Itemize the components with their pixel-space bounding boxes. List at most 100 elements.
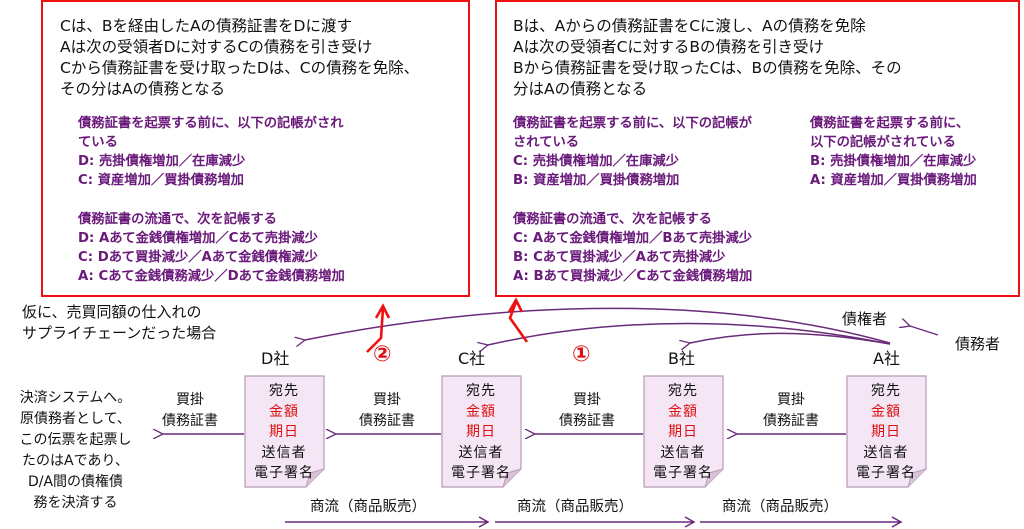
payable-document-a: 宛先 金額 期日 送信者 電子署名 xyxy=(846,375,927,488)
field-sender: 送信者 xyxy=(660,444,706,461)
settlement-line: たのはAであり、 xyxy=(22,453,129,469)
journal-entry: C: 売掛債権増加／在庫減少 xyxy=(513,154,679,169)
payable-label-a-to-b: 買掛 債務証書 xyxy=(753,390,829,432)
step-marker-1: ① xyxy=(572,342,591,367)
payable-label-line: 買掛 xyxy=(777,392,805,408)
company-b: B社 xyxy=(668,349,695,368)
company-d: D社 xyxy=(261,349,290,368)
intro-line: Cは、Bを経由したAの債務証書をDに渡す xyxy=(60,17,352,35)
step1-before-journal-cb: 債務証書を起票する前に、以下の記帳が されている C: 売掛債権増加／在庫減少 … xyxy=(513,114,752,190)
commerce-arrow-d-to-c xyxy=(285,516,490,528)
journal-entry: A: 資産増加／買掛債務増加 xyxy=(810,173,977,188)
commerce-arrow-c-to-b xyxy=(495,516,696,528)
journal-entry: A: Cあて金銭債務減少／Dあて金銭債務増加 xyxy=(78,269,345,284)
step2-red-arrowhead xyxy=(374,303,391,319)
step2-before-journal: 債務証書を起票する前に、以下の記帳がされ ている D: 売掛債権増加／在庫減少 … xyxy=(78,114,344,190)
journal-entry: B: Cあて買掛減少／Aあて売掛減少 xyxy=(513,250,726,265)
step1-flow-journal: 債務証書の流通で、次を記帳する C: Aあて金銭債権増加／Bあて売掛減少 B: … xyxy=(513,210,752,286)
payable-label-line: 買掛 xyxy=(176,392,204,408)
step1-before-journal-ba: 債務証書を起票する前に、 以下の記帳がされている B: 売掛債権増加／在庫減少 … xyxy=(810,114,977,190)
legend-arrow xyxy=(910,326,939,336)
journal-entry: C: 資産増加／買掛債務増加 xyxy=(78,173,244,188)
settlement-line: 原債務者として、 xyxy=(20,411,131,427)
intro-line: その分はAの債務となる xyxy=(60,80,226,98)
step1-red-arrow xyxy=(508,301,529,343)
commerce-arrow-b-to-a xyxy=(700,516,903,528)
journal-entry: B: 売掛債権増加／在庫減少 xyxy=(810,154,977,169)
settlement-line: D/A間の債権債 xyxy=(27,474,124,490)
intro-line: Aは次の受領者Cに対するBの債務を引き受け xyxy=(513,38,825,56)
payable-label-c-to-d: 買掛 債務証書 xyxy=(349,390,425,432)
settlement-line: 務を決済する xyxy=(33,495,118,511)
journal-heading: されている xyxy=(513,135,580,150)
payable-label-line: 買掛 xyxy=(573,392,601,408)
payable-label-d-out: 買掛 債務証書 xyxy=(152,390,228,432)
field-sender: 送信者 xyxy=(863,444,909,461)
journal-heading: ている xyxy=(78,135,118,150)
legend-debtor: 債務者 xyxy=(955,335,1001,353)
intro-line: Cから債務証書を受け取ったDは、Cの債務を免除、 xyxy=(60,59,420,77)
journal-entry: C: Dあて買掛減少／Aあて金銭債権減少 xyxy=(78,250,318,265)
commerce-label-c-to-b: 商流（商品販売） xyxy=(517,499,633,515)
journal-entry: D: 売掛債権増加／在庫減少 xyxy=(78,154,246,169)
payable-document-d: 宛先 金額 期日 送信者 電子署名 xyxy=(244,375,325,488)
field-due-date: 期日 xyxy=(668,424,698,440)
settlement-line: 決済システムへ。 xyxy=(19,390,132,406)
journal-heading: 債務証書を起票する前に、以下の記帳が xyxy=(513,116,752,131)
intro-line: Bから債務証書を受け取ったCは、Bの債務を免除、その xyxy=(513,59,902,77)
step1-intro: Bは、Aからの債務証書をCに渡し、Aの債務を免除 Aは次の受領者Cに対するBの債… xyxy=(513,16,902,100)
field-due-date: 期日 xyxy=(466,424,496,440)
company-c: C社 xyxy=(458,349,486,368)
journal-entry: C: Aあて金銭債権増加／Bあて売掛減少 xyxy=(513,231,753,246)
field-signature: 電子署名 xyxy=(451,465,511,481)
field-amount: 金額 xyxy=(466,403,496,420)
journal-entry: A: Bあて買掛減少／Cあて金銭債務増加 xyxy=(513,269,753,284)
field-amount: 金額 xyxy=(668,403,698,420)
field-due-date: 期日 xyxy=(269,424,299,440)
payable-document-c: 宛先 金額 期日 送信者 電子署名 xyxy=(441,375,522,488)
field-signature: 電子署名 xyxy=(856,465,916,481)
intro-line: 分はAの債務となる xyxy=(513,80,648,98)
payable-label-line: 債務証書 xyxy=(763,413,819,429)
journal-entry: B: 資産増加／買掛債務増加 xyxy=(513,173,680,188)
journal-heading: 債務証書を起票する前に、 xyxy=(810,116,970,131)
payable-document-b: 宛先 金額 期日 送信者 電子署名 xyxy=(643,375,724,488)
intro-line: Bは、Aからの債務証書をCに渡し、Aの債務を免除 xyxy=(513,17,866,35)
intro-line: Aは次の受領者Dに対するCの債務を引き受け xyxy=(60,38,373,56)
payable-label-line: 債務証書 xyxy=(359,413,415,429)
settlement-note: 決済システムへ。 原債務者として、 この伝票を起票し たのはAであり、 D/A間… xyxy=(8,388,143,514)
payable-label-line: 債務証書 xyxy=(559,413,615,429)
payable-label-line: 債務証書 xyxy=(162,413,218,429)
field-amount: 金額 xyxy=(871,403,901,420)
field-sender: 送信者 xyxy=(261,444,307,461)
legend-creditor: 債権者 xyxy=(842,310,888,328)
field-addressee: 宛先 xyxy=(871,383,901,399)
journal-entry: D: Aあて金銭債権増加／Cあて売掛減少 xyxy=(78,231,318,246)
field-due-date: 期日 xyxy=(871,424,901,440)
step2-flow-journal: 債務証書の流通で、次を記帳する D: Aあて金銭債権増加／Cあて売掛減少 C: … xyxy=(78,210,345,286)
payable-label-line: 買掛 xyxy=(373,392,401,408)
journal-heading: 債務証書を起票する前に、以下の記帳がされ xyxy=(78,116,344,131)
field-signature: 電子署名 xyxy=(254,465,314,481)
settlement-line: この伝票を起票し xyxy=(19,432,132,448)
field-addressee: 宛先 xyxy=(269,383,299,399)
field-signature: 電子署名 xyxy=(653,465,713,481)
explanation-box-step1: Bは、Aからの債務証書をCに渡し、Aの債務を免除 Aは次の受領者Cに対するBの債… xyxy=(495,0,1020,297)
journal-heading: 以下の記帳がされている xyxy=(810,135,956,150)
journal-heading: 債務証書の流通で、次を記帳する xyxy=(78,212,277,227)
debt-curve-a-to-d xyxy=(305,307,891,343)
payable-label-b-to-c: 買掛 債務証書 xyxy=(549,390,625,432)
step-marker-2: ② xyxy=(373,342,392,367)
premise-line: サプライチェーンだった場合 xyxy=(22,324,217,342)
premise-line: 仮に、売買同額の仕入れの xyxy=(22,303,202,321)
company-a: A社 xyxy=(873,349,900,368)
commerce-label-d-to-c: 商流（商品販売） xyxy=(310,499,426,515)
field-sender: 送信者 xyxy=(458,444,504,461)
debt-curve-a-to-c xyxy=(488,322,891,345)
field-addressee: 宛先 xyxy=(668,383,698,399)
explanation-box-step2: Cは、Bを経由したAの債務証書をDに渡す Aは次の受領者Dに対するCの債務を引き… xyxy=(41,0,470,297)
commerce-label-b-to-a: 商流（商品販売） xyxy=(722,499,838,515)
debt-curve-a-to-b xyxy=(690,332,891,344)
journal-heading: 債務証書の流通で、次を記帳する xyxy=(513,212,712,227)
field-addressee: 宛先 xyxy=(466,383,496,399)
